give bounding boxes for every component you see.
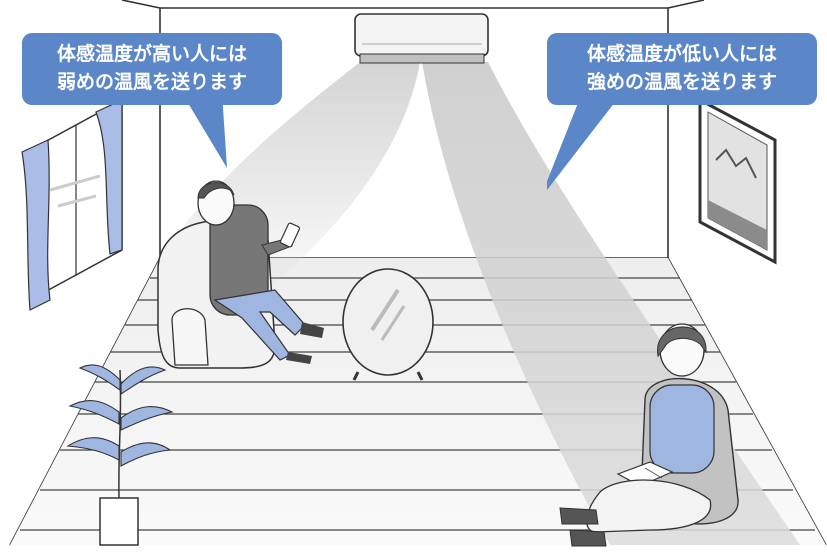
round-mirror (342, 268, 434, 381)
callout-tail (182, 93, 227, 168)
window (21, 98, 123, 311)
curtain-right (95, 99, 123, 255)
callout-right-line1: 体感温度が低い人には (586, 43, 777, 65)
plant-icon (66, 364, 174, 546)
callout-left-line2: 弱めの温風を送ります (56, 71, 247, 93)
curtain-left (21, 139, 51, 311)
callout-weak-air: 体感温度が高い人には 弱めの温風を送ります (22, 33, 282, 173)
callout-bubble: 体感温度が低い人には 強めの温風を送ります (547, 33, 817, 105)
man-in-armchair (157, 180, 324, 369)
picture-frame-icon (698, 97, 777, 265)
callout-tail (547, 93, 622, 190)
callout-bubble: 体感温度が高い人には 弱めの温風を送ります (22, 33, 282, 105)
remote-control-icon (279, 222, 301, 248)
air-conditioner-icon (354, 13, 489, 64)
callout-left-line1: 体感温度が高い人には (56, 43, 247, 65)
woman-on-floor-cushion (559, 323, 739, 547)
callout-strong-air: 体感温度が低い人には 強めの温風を送ります (547, 33, 817, 203)
callout-right-line2: 強めの温風を送ります (586, 71, 777, 93)
